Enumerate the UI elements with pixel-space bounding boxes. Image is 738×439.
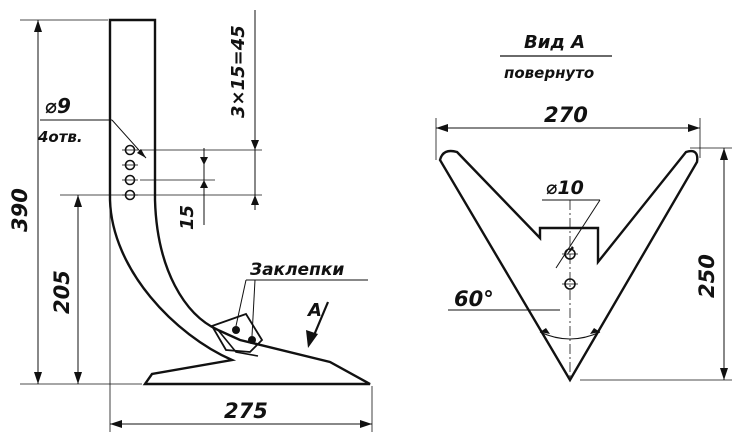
dim-height: 250 <box>695 254 719 298</box>
view-a-title: Вид А <box>524 32 585 53</box>
view-a-arrowhead <box>306 330 318 348</box>
dim-base-width: 275 <box>224 399 268 423</box>
dim-width: 270 <box>544 103 588 127</box>
hole-diameter-label: ⌀9 <box>45 94 71 118</box>
mounting-holes <box>122 144 138 201</box>
view-a: Вид А повернуто ⌀10 270 250 <box>435 32 732 383</box>
angle-label: 60° <box>454 287 494 311</box>
dim-hole-step: 15 <box>177 205 198 230</box>
view-a-subtitle: повернуто <box>504 64 594 82</box>
rivet <box>232 326 240 334</box>
rivets-leader <box>251 279 256 337</box>
dim-lower-height: 205 <box>50 270 74 314</box>
side-view: Заклепки ⌀9 4отв. 3×15=45 15 <box>8 10 373 432</box>
rivets-label: Заклепки <box>249 260 344 280</box>
share-hole-diameter: ⌀10 <box>546 177 584 199</box>
v-share-outline <box>438 149 699 383</box>
dim-hole-spacing: 3×15=45 <box>228 25 249 118</box>
rivet <box>248 336 256 344</box>
angle-arc <box>539 331 601 340</box>
hole-count-label: 4отв. <box>37 128 83 146</box>
shank-outline <box>108 18 371 386</box>
view-a-arrow-label: А <box>306 300 322 321</box>
hole-callout-arrow <box>137 149 146 158</box>
rivet-plate <box>210 312 264 353</box>
dim-total-height: 390 <box>8 188 32 232</box>
rivets-leader <box>235 279 247 327</box>
hole-callout-leader <box>555 199 601 269</box>
blade-inner-edge <box>217 329 259 357</box>
